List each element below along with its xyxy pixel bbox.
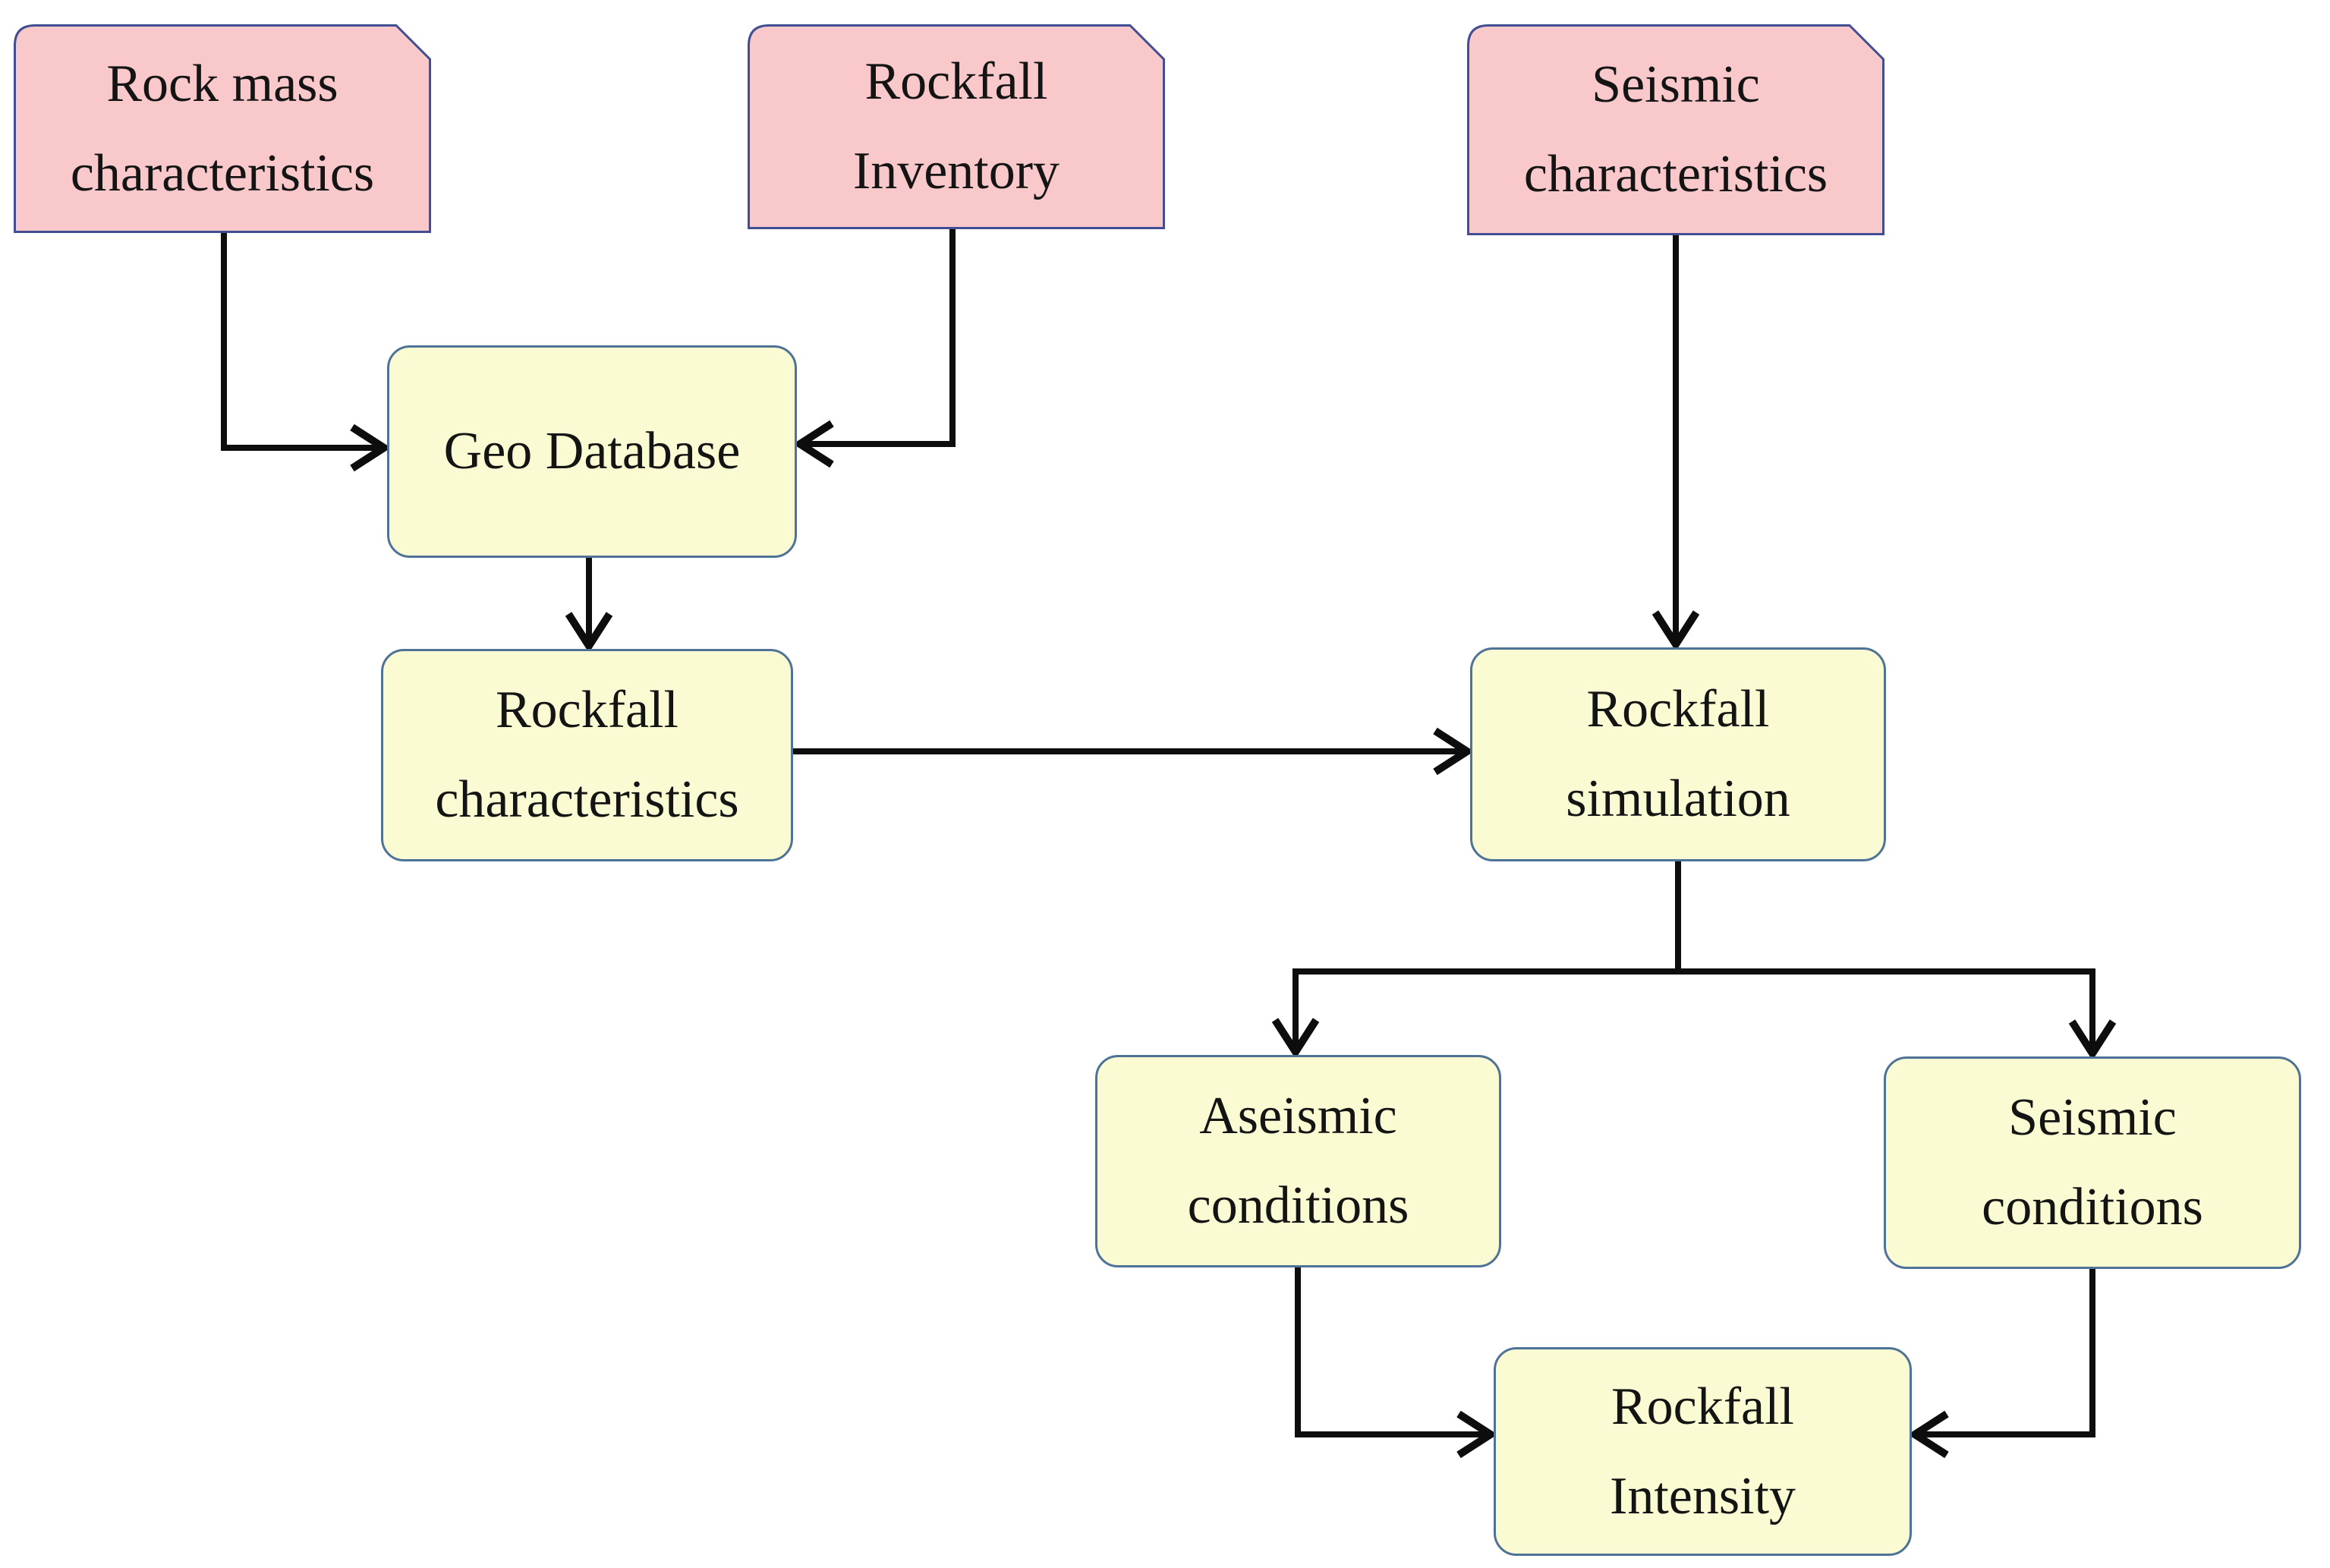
card-shape-seismic-characteristics	[1467, 24, 1884, 235]
arrowhead-geodatabase-to-rockfallchar	[565, 612, 613, 653]
arrowhead-seismiccond-to-intensity	[1907, 1410, 1949, 1459]
arrowhead-rockfallchar-to-simulation	[1433, 727, 1475, 776]
arrowhead-seismicchar-to-simulation	[1651, 610, 1700, 652]
card-shape-rockfall-inventory	[748, 24, 1165, 229]
connector-seismiccond-to-intensity	[1915, 1266, 2095, 1437]
arrowhead-rock-mass-to-geodatabase	[350, 423, 392, 472]
connector-rock-mass-to-geodatabase	[221, 230, 384, 451]
arrowhead-aseismic-to-intensity	[1456, 1410, 1498, 1459]
node-label-geo-database: Geo Database	[443, 422, 741, 480]
connector-aseismic-to-intensity	[1295, 1264, 1491, 1437]
arrowhead-branch-to-aseismic	[1271, 1018, 1320, 1060]
connector-inventory-to-geodatabase	[800, 226, 956, 447]
card-shape-rock-mass-characteristics	[14, 24, 431, 233]
node-geo-database: Geo Database	[387, 345, 797, 558]
arrowhead-branch-to-seismic	[2068, 1019, 2117, 1061]
arrowhead-inventory-to-geodatabase	[792, 420, 834, 468]
